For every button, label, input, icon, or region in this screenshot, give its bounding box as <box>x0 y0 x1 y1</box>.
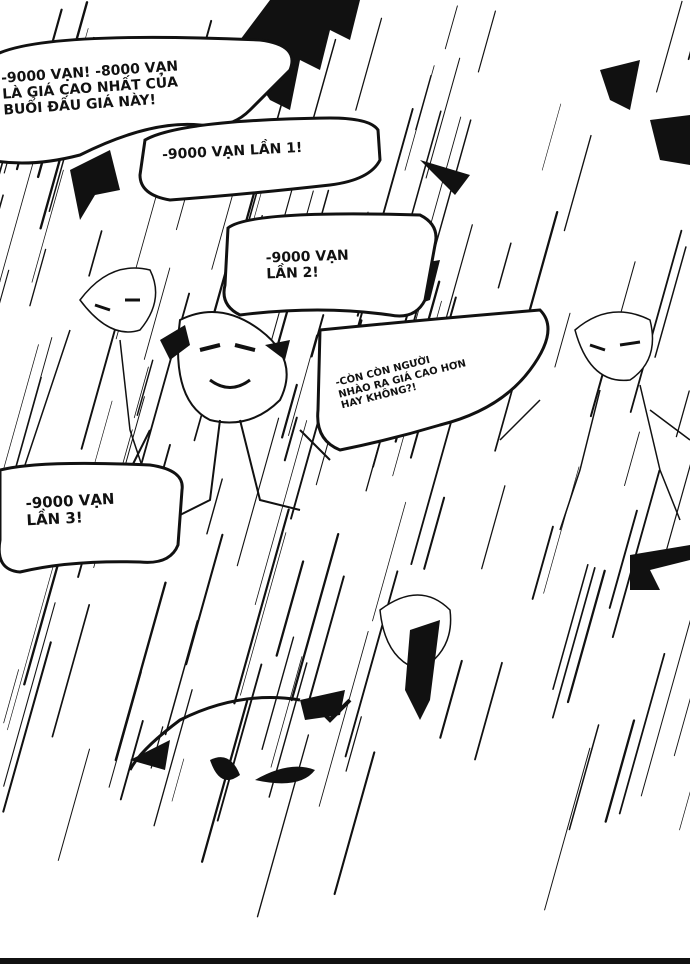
speed-line <box>3 602 56 787</box>
speed-line <box>211 190 235 270</box>
speed-line <box>551 567 596 719</box>
bubble-3-text: -9000 vạn lần 2! <box>265 247 350 283</box>
bubble-3-shape <box>222 212 438 318</box>
speed-line <box>425 57 461 179</box>
speed-line <box>477 10 496 73</box>
speed-line <box>57 748 91 861</box>
speed-line <box>679 791 690 831</box>
edge-marks <box>70 115 690 590</box>
speed-line <box>216 663 263 822</box>
speed-line <box>310 38 337 126</box>
speed-line <box>185 533 224 666</box>
speed-line <box>254 420 308 605</box>
speed-line <box>136 359 154 416</box>
speed-line <box>7 553 58 731</box>
bubble-5-text: -9000 vạn lần 3! <box>25 489 115 530</box>
bubble-2-shape <box>138 116 382 202</box>
left-figure <box>19 267 157 491</box>
speed-line <box>283 416 298 462</box>
speed-line <box>552 564 589 690</box>
speed-line <box>474 661 503 761</box>
speed-line <box>541 103 562 171</box>
speed-line <box>2 641 52 813</box>
speed-line <box>568 724 600 831</box>
speed-line <box>51 604 91 738</box>
speed-line <box>415 75 432 131</box>
speed-line <box>31 169 64 283</box>
speed-line <box>355 17 383 111</box>
speed-line <box>423 496 446 570</box>
speed-line <box>566 569 606 704</box>
bottom-figure <box>128 594 452 771</box>
speed-line <box>114 581 167 762</box>
speed-line <box>270 656 303 768</box>
speed-line <box>256 734 310 918</box>
speed-line <box>0 269 10 304</box>
speed-line <box>143 267 171 360</box>
speed-line <box>318 630 369 807</box>
speed-line <box>675 390 690 438</box>
bottom-dark-marks <box>130 620 440 784</box>
speed-line <box>656 0 683 93</box>
speed-line <box>344 570 399 758</box>
speed-line <box>206 478 223 535</box>
central-figure <box>129 311 331 521</box>
speed-line <box>233 508 290 705</box>
bubble-1-shape <box>0 35 294 165</box>
speed-line <box>288 334 318 436</box>
speed-line <box>200 699 249 863</box>
bubble-5-shape <box>0 461 184 574</box>
speed-line <box>171 758 185 802</box>
speed-line <box>497 242 512 289</box>
right-figure <box>499 311 690 531</box>
speed-line <box>544 747 591 911</box>
speed-line <box>439 659 463 739</box>
speed-line <box>611 469 661 639</box>
speed-line <box>333 751 376 896</box>
speed-line <box>673 697 690 757</box>
speed-line <box>275 560 305 657</box>
speed-line <box>624 431 640 487</box>
speed-line <box>608 509 638 609</box>
speed-line <box>543 466 580 594</box>
speed-line <box>261 636 295 750</box>
speed-line <box>372 501 407 622</box>
speech-bubbles <box>0 35 550 574</box>
speed-line <box>290 532 340 702</box>
speed-line <box>305 575 345 711</box>
speed-line <box>133 366 149 419</box>
speed-line <box>618 653 666 815</box>
speed-line <box>444 5 458 50</box>
panel-bottom-border <box>0 958 690 964</box>
speed-line <box>629 229 683 413</box>
speed-line <box>531 525 554 600</box>
speed-line <box>281 383 298 439</box>
speed-line <box>654 246 687 358</box>
speed-line <box>554 312 571 368</box>
speed-line <box>310 314 325 358</box>
speed-line <box>664 463 690 558</box>
speed-line <box>23 549 64 686</box>
speed-line <box>604 719 636 823</box>
speed-line <box>481 485 506 570</box>
speed-line <box>29 248 47 307</box>
speed-line <box>88 230 103 277</box>
speed-line <box>640 619 690 797</box>
speed-line <box>0 160 34 283</box>
speed-line <box>563 134 592 232</box>
speed-line <box>153 689 193 827</box>
speed-line <box>3 669 19 724</box>
speed-line <box>345 716 362 772</box>
bubble-4-shape <box>316 308 550 452</box>
speed-line <box>240 532 287 696</box>
